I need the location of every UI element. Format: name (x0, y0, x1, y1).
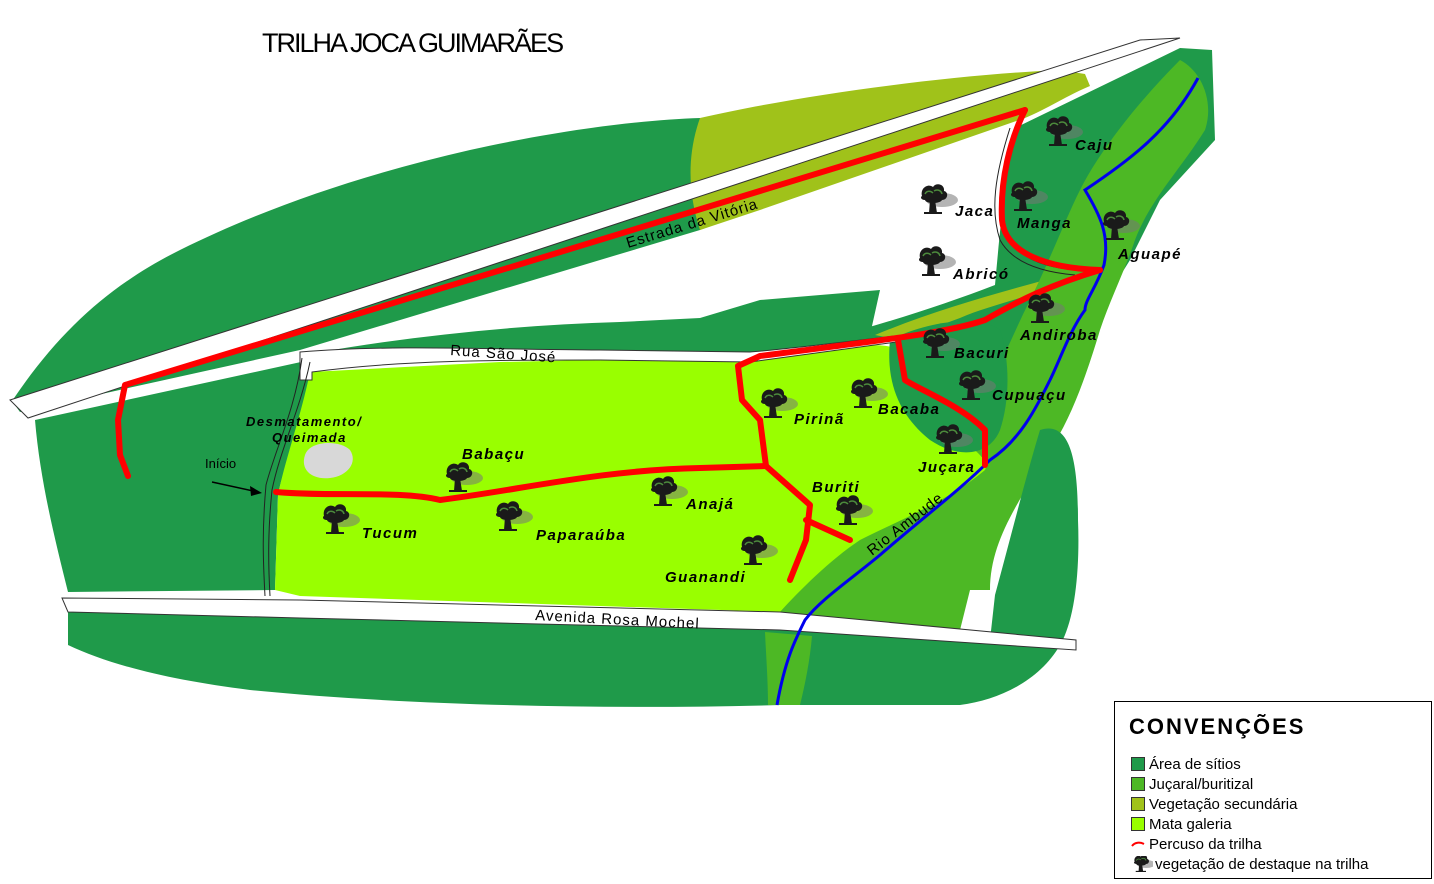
legend: CONVENÇÕES Área de sítios Juçaral/buriti… (1114, 701, 1432, 879)
trail-route (115, 107, 1103, 583)
legend-label: Área de sítios (1149, 755, 1241, 773)
label-buriti: Buriti (812, 479, 860, 496)
label-andiroba: Andiroba (1019, 327, 1098, 344)
label-jaca: Jaca (955, 203, 994, 220)
label-aguape: Aguapé (1117, 246, 1182, 263)
label-guanandi: Guanandi (665, 569, 746, 586)
mata-galeria (275, 344, 986, 612)
inicio-arrowhead-icon (250, 486, 262, 496)
label-jucara: Juçara (918, 459, 975, 476)
legend-list: Área de sítios Juçaral/buritizal Vegetaç… (1131, 754, 1369, 874)
map-title: TRILHA JOCA GUIMARÃES (262, 28, 564, 58)
area-sitios-southeast (990, 428, 1079, 645)
legend-item: vegetação de destaque na trilha (1131, 854, 1369, 874)
legend-swatch (1131, 777, 1145, 791)
label-manga: Manga (1017, 215, 1072, 232)
clearing (303, 443, 353, 479)
label-bacaba: Bacaba (878, 401, 940, 418)
label-anaja: Anajá (685, 496, 734, 513)
ne-track (994, 127, 1076, 276)
inicio-label: Início (205, 456, 236, 471)
label-caju: Caju (1075, 137, 1114, 154)
legend-swatch (1131, 757, 1145, 771)
area-sitios-bacaba (889, 321, 1008, 453)
trail-line-icon (1131, 841, 1145, 847)
legend-item: Juçaral/buritizal (1131, 774, 1369, 794)
area-sitios-west (35, 360, 310, 592)
avenida-rosa-mochel-road (61, 597, 1077, 651)
legend-label: Percuso da trilha (1149, 835, 1262, 853)
label-abrico: Abricó (952, 266, 1010, 283)
tree-icon (918, 245, 957, 276)
jucaral-strip (780, 60, 1209, 630)
queimada-label: Queimada (272, 430, 347, 445)
rio-ambude-river (775, 77, 1200, 706)
legend-item: Área de sítios (1131, 754, 1369, 774)
legend-label: Vegetação secundária (1149, 795, 1298, 813)
tree-icon (920, 183, 959, 214)
tree-icon (1133, 856, 1153, 872)
legend-label: vegetação de destaque na trilha (1155, 855, 1369, 873)
label-tucum: Tucum (362, 525, 418, 542)
west-track-2 (268, 361, 311, 597)
label-bacuri: Bacuri (954, 345, 1010, 362)
legend-swatch (1131, 797, 1145, 811)
jucaral-south (765, 632, 812, 705)
estrada-da-vitoria-road (9, 37, 1181, 419)
legend-item: Percuso da trilha (1131, 834, 1369, 854)
legend-title: CONVENÇÕES (1129, 714, 1306, 739)
west-track (262, 357, 303, 597)
inicio-arrow-icon (211, 481, 259, 493)
area-sitios-south (68, 612, 1060, 707)
legend-item: Mata galeria (1131, 814, 1369, 834)
area-sitios-northwest (320, 290, 880, 357)
legend-label: Mata galeria (1149, 815, 1232, 833)
vegetacao-secundaria-east (875, 280, 1060, 340)
label-cupuacu: Cupuaçu (992, 387, 1067, 404)
legend-item: Vegetação secundária (1131, 794, 1369, 814)
legend-label: Juçaral/buritizal (1149, 775, 1254, 793)
legend-swatch (1131, 817, 1145, 831)
label-paparauba: Paparaúba (536, 527, 626, 544)
label-babacu: Babaçu (462, 446, 525, 463)
area-sitios-east (310, 48, 1215, 360)
desmatamento-label: Desmatamento/ (246, 414, 362, 429)
label-pirina: Pirinã (794, 411, 845, 428)
